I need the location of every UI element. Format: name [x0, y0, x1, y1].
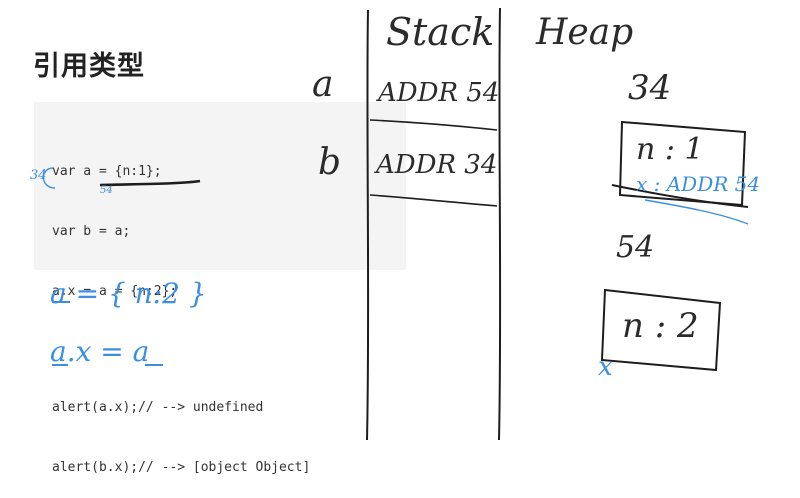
- slide-title: 引用类型: [33, 51, 145, 82]
- code-line: var b = a;: [52, 224, 131, 239]
- code-line: alert(b.x);// --> [object Object]: [52, 460, 311, 475]
- heap-object-1-address: 34: [628, 68, 672, 108]
- code-line: var a = {n:1};: [52, 164, 162, 179]
- code-under-note: 54: [100, 185, 113, 196]
- heap-object-2-mark: x: [598, 352, 613, 382]
- stack-cell-a: ADDR 54: [378, 78, 500, 108]
- heap-object-2-property: n : 2: [622, 306, 699, 346]
- heap-header: Heap: [536, 12, 634, 53]
- code-line: alert(a.x);// --> undefined: [52, 400, 264, 415]
- code-block: [34, 102, 406, 270]
- heap-object-1-property: n : 1: [636, 132, 704, 167]
- stack-cell-b: ADDR 34: [376, 150, 498, 180]
- divider-line-2: [498, 7, 502, 441]
- heap-object-1-new-property: x : ADDR 54: [636, 172, 761, 196]
- heap-object-2-address: 54: [616, 230, 655, 265]
- code-listing: var a = {n:1}; var b = a; a.x = a = {n:2…: [52, 122, 310, 498]
- stack-header: Stack: [386, 10, 495, 54]
- blue-note-assignment: a = { n:2 }: [50, 277, 207, 310]
- heap-prop-underline: [644, 199, 749, 225]
- code-line: a.x = a = {n:2};: [52, 284, 178, 299]
- code-margin-note: 34: [30, 168, 47, 183]
- variable-label-a: a: [312, 64, 334, 105]
- variable-label-b: b: [318, 142, 342, 183]
- blue-note-property: a.x = a: [50, 335, 150, 368]
